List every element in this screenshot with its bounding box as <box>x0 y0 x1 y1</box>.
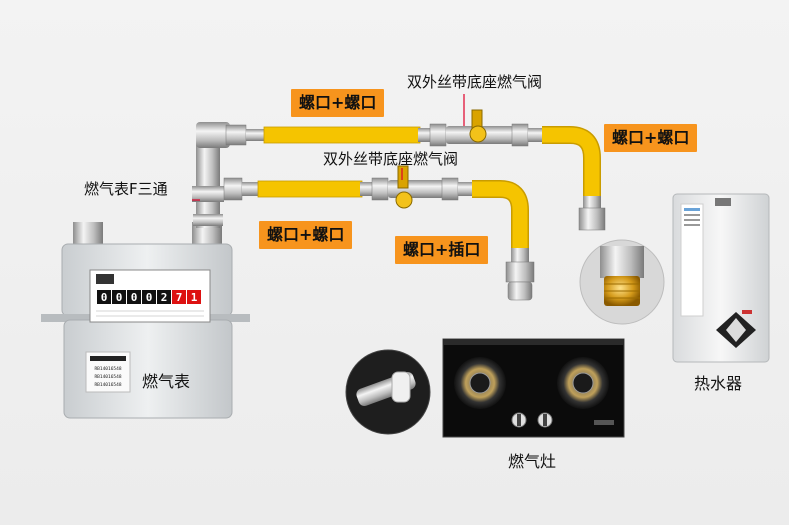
meter-serial-line: RB14016548 <box>94 374 121 380</box>
hex-nut <box>371 177 389 201</box>
meter-serial-line: RB14016548 <box>94 366 121 372</box>
hose-ferrule <box>458 182 472 196</box>
meter-label: 燃气表 <box>142 372 191 391</box>
water-heater <box>672 193 770 363</box>
hose-ferrule <box>246 129 264 141</box>
pipe-mid-label: 螺口+螺口 <box>259 221 353 249</box>
inset-steel-nut <box>600 246 644 278</box>
meter-digit-cell <box>142 290 156 304</box>
valve-body <box>388 180 444 198</box>
yellow-gas-hose <box>472 181 528 250</box>
meter-inlet-nozzle <box>73 222 103 246</box>
stove-label: 燃气灶 <box>508 452 557 471</box>
valve-lever <box>395 191 413 209</box>
meter-digit: 1 <box>191 291 198 304</box>
meter-digit: 2 <box>161 291 168 304</box>
meter-digit: 0 <box>131 291 138 304</box>
heater-top-vent <box>715 198 731 206</box>
hex-nut <box>225 124 247 146</box>
yellow-gas-hose <box>263 126 421 144</box>
meter-digit: 0 <box>116 291 123 304</box>
brass-fitting-inset <box>579 239 665 325</box>
pipe-bottom-label: 螺口+插口 <box>395 236 489 264</box>
pipe-top-label: 螺口+螺口 <box>291 89 385 117</box>
meter-digit-cell <box>127 290 141 304</box>
hose-ferrule <box>418 128 432 142</box>
hex-nut <box>505 261 535 283</box>
meter-digit: 0 <box>101 291 108 304</box>
meter-barcode <box>90 356 126 361</box>
hex-nut <box>578 207 606 231</box>
heater-label: 热水器 <box>694 374 743 393</box>
hose-ferrule <box>511 248 529 262</box>
hose-ferrule <box>360 182 374 196</box>
meter-digit-cell <box>172 290 186 304</box>
heater-label-panel <box>680 203 704 317</box>
hex-nut <box>511 123 529 147</box>
hose-ferrule <box>583 196 601 208</box>
tee-elbow <box>196 122 230 148</box>
upper-hose-line <box>225 109 606 231</box>
lower-hose-line <box>223 165 535 301</box>
hex-nut <box>223 177 243 201</box>
stove-brand-plate <box>594 420 614 425</box>
valve-handle <box>397 165 409 189</box>
tee-nut <box>193 214 223 226</box>
valve-mid-label: 双外丝带底座燃气阀 <box>323 150 459 168</box>
hex-nut <box>441 177 459 201</box>
tee-label: 燃气表F三通 <box>84 180 168 198</box>
hex-nut <box>429 123 447 147</box>
meter-digit-cell <box>157 290 171 304</box>
valve-lever <box>469 125 487 143</box>
meter-serial-line: RB14016548 <box>94 382 121 388</box>
plug-in-connector <box>507 281 533 301</box>
meter-digit: 7 <box>176 291 183 304</box>
meter-digit-cell <box>112 290 126 304</box>
pipe-right-label: 螺口+螺口 <box>604 124 698 152</box>
tee-branch <box>192 186 224 202</box>
yellow-gas-hose <box>257 180 363 198</box>
valve-top-label: 双外丝带底座燃气阀 <box>407 73 543 91</box>
meter-digit-cell <box>187 290 201 304</box>
meter-brand-logo <box>96 274 114 284</box>
hose-ferrule <box>528 128 542 142</box>
hose-ferrule <box>242 182 258 196</box>
gas-stove <box>442 338 625 438</box>
yellow-gas-hose <box>542 127 600 198</box>
inset-socket <box>391 371 411 403</box>
stove-connector-inset <box>345 349 431 435</box>
meter-digit: 0 <box>146 291 153 304</box>
tee-fitting <box>192 122 230 228</box>
meter-digit-cell <box>97 290 111 304</box>
